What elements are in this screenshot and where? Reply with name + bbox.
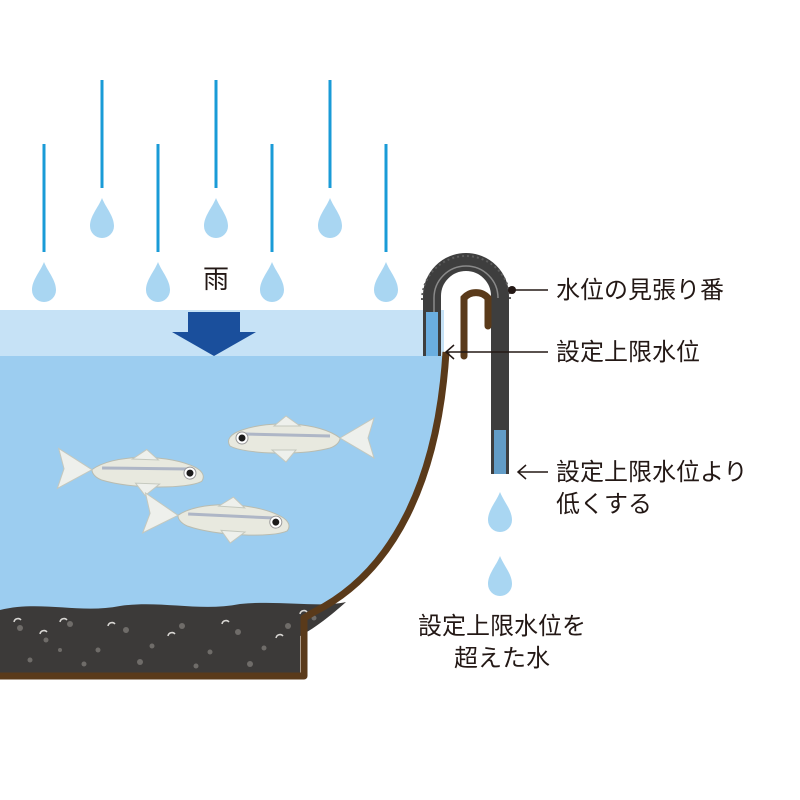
rain-label: 雨 [203,265,229,295]
siphon-tube [421,253,511,474]
callout-dot [508,286,516,294]
label-overflow-line1: 設定上限水位を [418,612,586,640]
label-outlet-line2: 低くする [556,490,652,518]
bowl-wall [0,351,450,680]
gravel-bed [0,602,346,676]
label-siphon-name: 水位の見張り番 [556,276,724,304]
gravel-pebbles [17,615,317,669]
siphon-clip [460,289,492,360]
label-overflow-line2: 超えた水 [454,644,550,672]
rain-streaks [42,80,388,252]
gravel-highlights [13,609,308,639]
label-outlet-line1: 設定上限水位より [556,458,748,486]
label-upper-limit: 設定上限水位 [556,338,700,366]
rain-arrow [172,312,256,356]
overflow-droplets [488,492,512,596]
water-body [0,356,444,610]
callout-lines [444,289,548,480]
